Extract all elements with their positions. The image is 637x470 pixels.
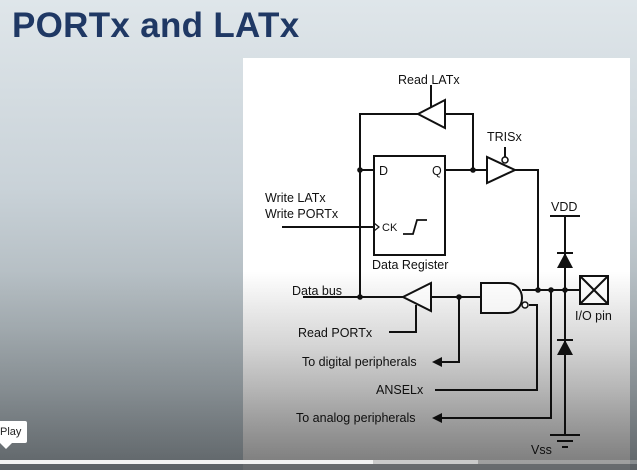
- label-data-register: Data Register: [372, 258, 448, 272]
- label-q: Q: [432, 164, 442, 178]
- label-data-bus: Data bus: [292, 284, 342, 298]
- data-register-box: [373, 155, 446, 256]
- vss-diode-icon: [557, 340, 573, 355]
- arrow-left-icon: [432, 413, 442, 423]
- vdd-diode-icon: [557, 253, 573, 268]
- label-io-pin: I/O pin: [575, 309, 612, 323]
- label-to-digital-peripherals: To digital peripherals: [302, 355, 417, 369]
- label-read-latx: Read LATx: [398, 73, 460, 87]
- slide-title: PORTx and LATx: [12, 6, 300, 45]
- label-d: D: [379, 164, 388, 178]
- input-gate: [480, 282, 523, 314]
- label-anselx: ANSELx: [376, 383, 424, 397]
- label-read-portx: Read PORTx: [298, 326, 373, 340]
- play-tooltip: Play: [0, 421, 28, 449]
- arrow-left-icon: [432, 357, 442, 367]
- label-write-latx: Write LATx: [265, 191, 326, 205]
- player-controls-bar: [0, 464, 637, 470]
- label-trisx: TRISx: [487, 130, 522, 144]
- progress-played: [0, 460, 374, 464]
- progress-bar[interactable]: [0, 460, 637, 464]
- label-vss: Vss: [531, 443, 552, 457]
- label-ck: CK: [382, 222, 398, 234]
- tris-buffer: [486, 155, 518, 185]
- label-write-portx: Write PORTx: [265, 207, 339, 221]
- label-vdd: VDD: [551, 200, 577, 214]
- label-to-analog-peripherals: To analog peripherals: [296, 411, 416, 425]
